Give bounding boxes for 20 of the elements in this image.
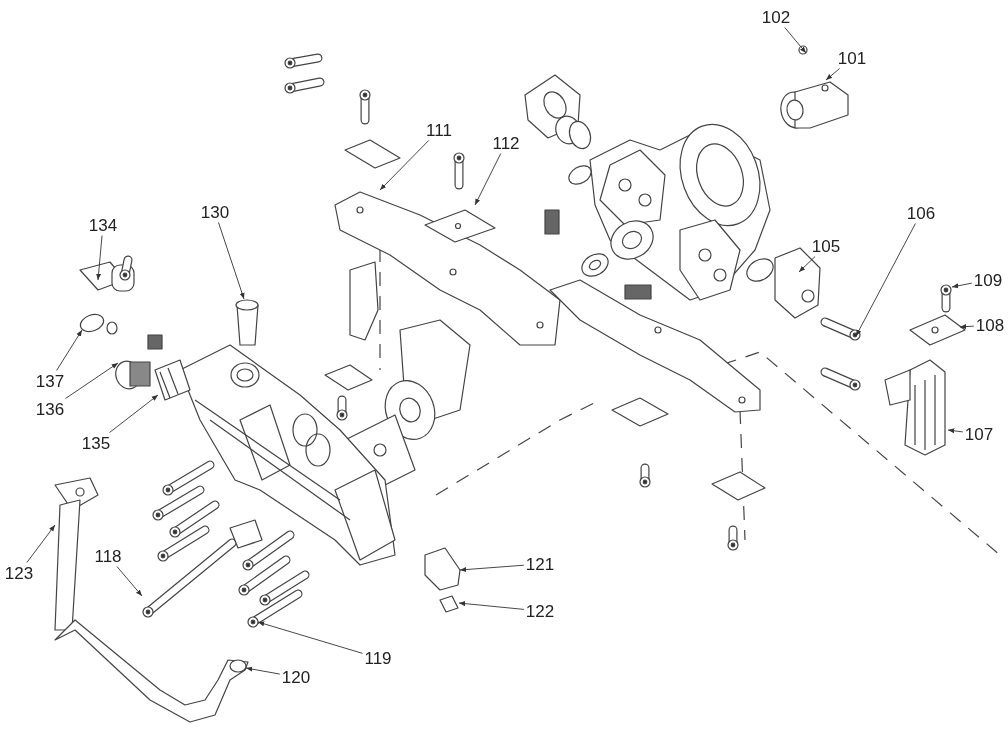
callout-number: 106: [905, 203, 937, 223]
callout-number: 101: [836, 48, 868, 68]
callout-number: 119: [363, 648, 393, 668]
callout-number: 118: [93, 546, 123, 566]
callout-number: 122: [524, 601, 556, 621]
callout-number: 123: [3, 563, 35, 583]
callout-number: 135: [80, 433, 112, 453]
callout-number: 137: [34, 371, 66, 391]
callout-number: 111: [425, 120, 453, 140]
callout-number: 130: [199, 202, 231, 222]
callout-number: 136: [34, 399, 66, 419]
callout-number: 108: [974, 315, 1006, 335]
callout-number: 121: [524, 554, 556, 574]
callout-number: 134: [87, 215, 119, 235]
callout-number: 107: [963, 424, 995, 444]
callout-number: 112: [491, 133, 521, 153]
callout-number: 105: [810, 236, 842, 256]
callout-number: 109: [972, 270, 1004, 290]
callout-number: 102: [760, 7, 792, 27]
callout-number: 120: [280, 667, 312, 687]
